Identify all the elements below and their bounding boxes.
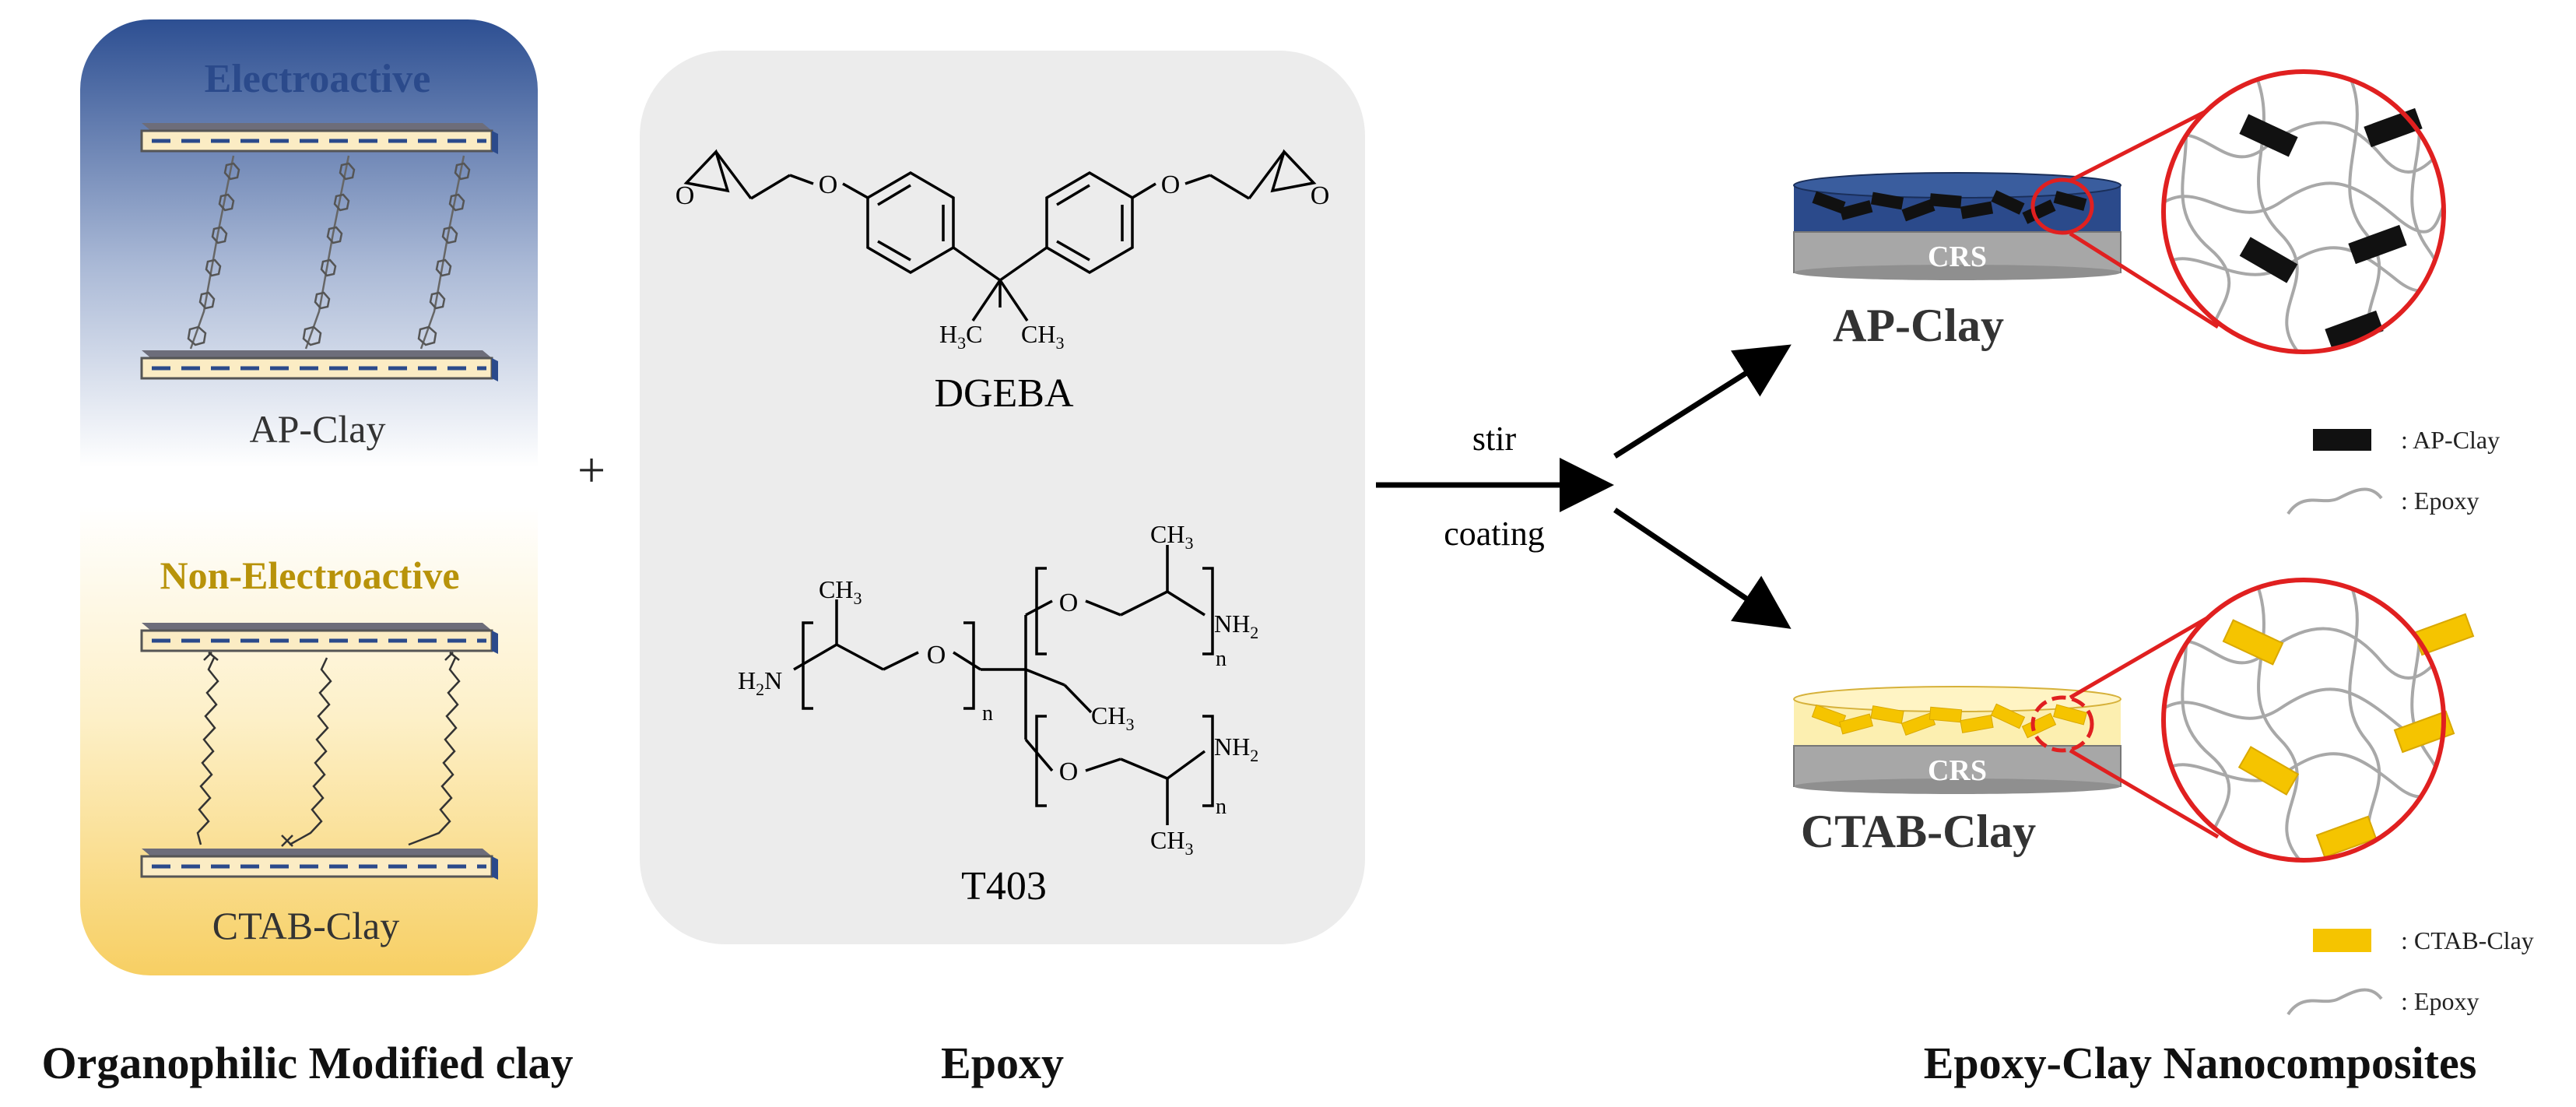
t403-ch3-lower: CH3 <box>1150 826 1193 859</box>
organophilic-clay-panel: Electroactive <box>80 19 538 975</box>
legend-top: : AP-Clay : Epoxy <box>2286 426 2500 515</box>
legend-bottom: : CTAB-Clay : Epoxy <box>2286 926 2534 1016</box>
arrow-to-ap-clay <box>1613 344 1792 459</box>
dgeba-o-4: O <box>1311 181 1330 210</box>
aniline-oligomer-chains <box>187 155 471 350</box>
crs-label-top: CRS <box>1928 241 1987 273</box>
dgeba-structure <box>683 149 1317 322</box>
legend-epoxy-label-2: : Epoxy <box>2401 987 2479 1015</box>
dgeba-o-1: O <box>676 181 695 210</box>
ctab-clay-label: CTAB-Clay <box>212 904 399 947</box>
epoxy-background-panel <box>640 51 1365 944</box>
t403-n-upper: n <box>1216 647 1227 671</box>
t403-n-left: n <box>982 701 993 726</box>
t403-h2n: H2N <box>738 666 782 699</box>
dgeba-o-2: O <box>819 170 838 199</box>
t403-nh2-upper: NH2 <box>1214 610 1258 642</box>
dgeba-h3c-methyl: H3C <box>939 320 982 353</box>
ap-clay-title: AP-Clay <box>1833 300 2004 351</box>
ap-clay-bottom-sheet <box>140 350 498 381</box>
legend-ctab-clay-swatch <box>2313 929 2371 952</box>
electroactive-label: Electroactive <box>205 57 431 101</box>
ap-clay-top-sheet <box>140 123 498 154</box>
t403-o-upper: O <box>1059 589 1079 617</box>
t403-label: T403 <box>961 864 1047 908</box>
dgeba-o-3: O <box>1161 170 1181 199</box>
non-electroactive-label: Non-Electroactive <box>160 554 459 597</box>
epoxy-caption: Epoxy <box>941 1038 1064 1088</box>
ctab-clay-bottom-sheet <box>140 849 498 880</box>
stir-label: stir <box>1472 420 1517 458</box>
plus-sign: + <box>577 442 605 497</box>
legend-epoxy-swatch-1 <box>2286 487 2383 515</box>
t403-structure <box>793 545 1214 825</box>
epoxy-panel: O O O O H3C CH3 DGEBA <box>640 51 1365 944</box>
ctab-clay-zoom-circle <box>2161 578 2475 863</box>
ctab-clay-title: CTAB-Clay <box>1801 806 2036 857</box>
t403-nh2-lower: NH2 <box>1214 733 1258 765</box>
ctab-clay-particles <box>2222 613 2475 859</box>
coating-label: coating <box>1444 515 1545 553</box>
organophilic-modified-clay-caption: Organophilic Modified clay <box>41 1038 573 1088</box>
ctab-clay-coating: CRS <box>1793 686 2122 794</box>
t403-n-lower: n <box>1216 795 1227 819</box>
t403-ch3-ethyl: CH3 <box>1091 701 1134 734</box>
legend-ap-clay-label: : AP-Clay <box>2401 426 2500 454</box>
crs-label-bottom: CRS <box>1928 754 1987 787</box>
ctab-clay-top-sheet <box>140 623 498 654</box>
process-arrows: stir coating <box>1376 344 1792 629</box>
legend-epoxy-label-1: : Epoxy <box>2401 487 2479 515</box>
t403-o-lower: O <box>1059 757 1079 786</box>
ctab-clay-platelets <box>1811 703 2088 739</box>
ap-clay-zoom-marker <box>2030 177 2094 235</box>
t403-ch3-upper: CH3 <box>1150 520 1193 553</box>
ctab-clay-zoom-marker <box>2030 695 2094 753</box>
ap-clay-zoom-circle <box>2161 69 2446 354</box>
t403-ch3-left: CH3 <box>819 575 862 608</box>
dgeba-ch3-methyl: CH3 <box>1021 320 1064 353</box>
dgeba-label: DGEBA <box>934 371 1074 416</box>
arrow-to-ctab-clay <box>1613 508 1792 629</box>
legend-ap-clay-swatch <box>2313 429 2371 451</box>
nanocomposites-caption: Epoxy-Clay Nanocomposites <box>1924 1038 2477 1088</box>
ap-clay-coating: CRS <box>1793 172 2122 280</box>
ap-clay-label: AP-Clay <box>250 407 386 451</box>
t403-o-left: O <box>927 641 946 669</box>
ctab-alkyl-chains <box>196 652 461 847</box>
legend-ctab-clay-label: : CTAB-Clay <box>2401 926 2534 954</box>
ap-clay-platelets <box>1812 190 2087 224</box>
legend-epoxy-swatch-2 <box>2286 988 2383 1016</box>
